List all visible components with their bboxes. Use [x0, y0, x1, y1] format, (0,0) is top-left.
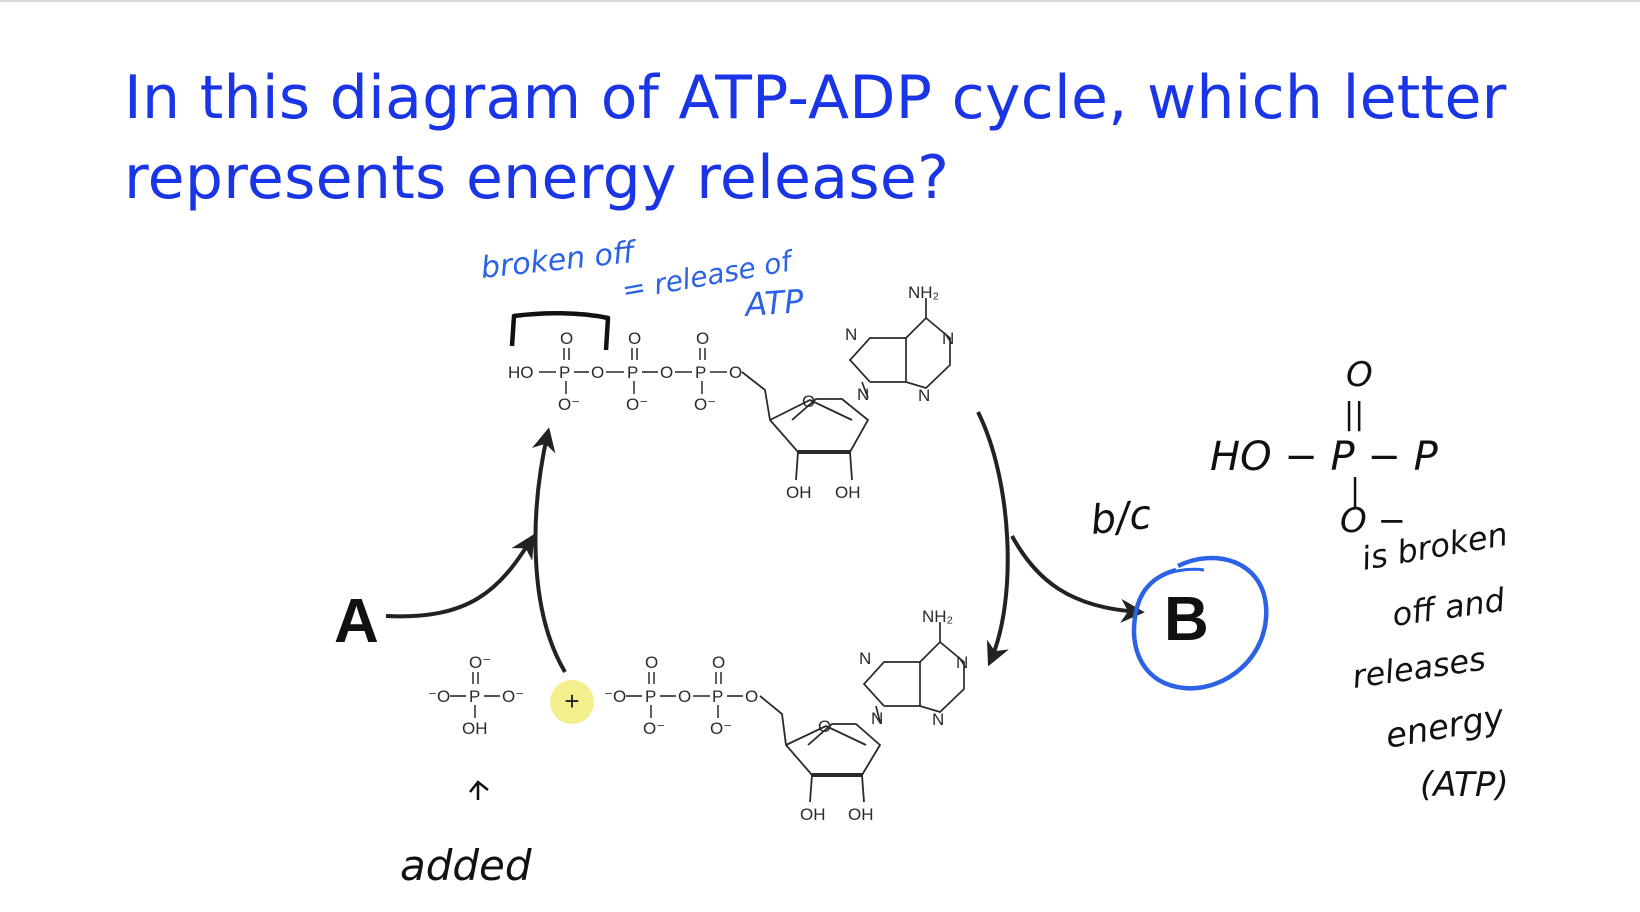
adp-oh-2: OH [848, 805, 874, 824]
adp-o-minus-1: O⁻ [643, 719, 665, 738]
note-atp: (ATP) [1420, 765, 1509, 805]
atp-ribose-ring [769, 398, 853, 421]
adp-adenine-ring [862, 622, 965, 723]
adp-o1: O [678, 687, 691, 706]
atp-n1: N [857, 385, 869, 404]
note-energy: energy [1383, 697, 1508, 757]
label-b: B [1164, 585, 1209, 654]
left-cycle-arrow [531, 427, 567, 674]
atp-o-minus-3: O⁻ [694, 395, 716, 414]
adp-o-top-1: O [645, 653, 658, 672]
title-line-2: represents energy release? [124, 143, 950, 213]
atp-ribose-oh-bonds [795, 451, 853, 481]
atp-ribose-ring [741, 371, 870, 453]
annotation-atp: ATP [742, 282, 806, 324]
atp-ho-label: HO [508, 363, 534, 382]
slide-top-border [0, 0, 1640, 2]
adp-o-top-2: O [712, 653, 725, 672]
atp-o1-label: O [591, 363, 604, 382]
formula-o-minus: O − [1340, 501, 1406, 541]
b-circle-tick [1159, 567, 1205, 578]
adp-ribose-o: O [818, 717, 831, 736]
atp-p1-label: P [559, 363, 570, 382]
atp-n4: N [918, 386, 930, 405]
formula-bond-down: | [1350, 473, 1360, 508]
added-arrow-icon [469, 780, 489, 800]
b-circle-annotation [1131, 555, 1269, 691]
phosphate-o-minus-top: O⁻ [469, 653, 491, 672]
phosphate-o-minus-left: ⁻O [428, 687, 450, 706]
formula-double-bond: || [1344, 397, 1364, 432]
right-cycle-arrow [976, 411, 1010, 667]
phosphate-bracket-annotation [509, 310, 611, 351]
black-annotation: added b/c O || HO − P − P | O − is broke… [400, 355, 1510, 890]
atp-adenine-ring [848, 298, 951, 399]
atp-o-minus-1: O⁻ [558, 395, 580, 414]
formula-o-top: O [1346, 355, 1373, 395]
adp-n2: N [859, 649, 871, 668]
arrow-to-b [1010, 535, 1145, 623]
phosphate-oh: OH [462, 719, 488, 738]
note-off-and: off and [1390, 580, 1508, 633]
free-phosphate: ⁻O P O⁻ O⁻ OH [428, 653, 524, 738]
atp-o-top-3: O [696, 329, 709, 348]
atp-o-top-2: O [628, 329, 641, 348]
atp-n3: N [942, 329, 954, 348]
annotation-added: added [400, 841, 532, 890]
atp-molecule: HO P O P O P O O O O O⁻ O⁻ O⁻ O [508, 283, 954, 502]
adp-oh-1: OH [800, 805, 826, 824]
adp-n3: N [956, 653, 968, 672]
atp-o-minus-2: O⁻ [626, 395, 648, 414]
arrow-from-a [385, 533, 535, 619]
atp-o3-label: O [729, 363, 742, 382]
adp-n4: N [932, 710, 944, 729]
adp-nh2: NH₂ [922, 607, 953, 626]
atp-o2-label: O [660, 363, 673, 382]
title-line-1: In this diagram of ATP-ADP cycle, which … [124, 63, 1507, 133]
atp-oh-1: OH [786, 483, 812, 502]
adp-molecule: ⁻O P O P O O O O⁻ O⁻ O OH OH N N N N NH₂ [604, 607, 968, 824]
adp-o2: O [745, 687, 758, 706]
adp-o-minus-left: ⁻O [604, 687, 626, 706]
plus-highlight [550, 680, 594, 724]
atp-ribose-o: O [802, 392, 815, 411]
adp-p2: P [712, 687, 723, 706]
note-releases: releases [1350, 640, 1488, 696]
adp-n1: N [871, 709, 883, 728]
atp-n2: N [845, 325, 857, 344]
adp-ribose-ring [785, 725, 867, 746]
adp-ribose-oh-bonds [809, 774, 865, 803]
phosphate-o-minus-right: O⁻ [502, 687, 524, 706]
atp-oh-2: OH [835, 483, 861, 502]
atp-o-top-1: O [560, 329, 573, 348]
atp-nh2: NH₂ [908, 283, 939, 302]
plus-sign: + [564, 686, 579, 716]
adp-o-minus-2: O⁻ [710, 719, 732, 738]
slide-title: In this diagram of ATP-ADP cycle, which … [124, 58, 1544, 218]
phosphate-p: P [469, 687, 480, 706]
annotation-because: b/c [1088, 492, 1153, 544]
annotation-broken-off: broken off [479, 235, 639, 286]
label-a: A [334, 587, 379, 656]
atp-p3-label: P [695, 363, 706, 382]
formula-main: HO − P − P [1210, 434, 1439, 480]
adp-p1: P [645, 687, 656, 706]
blue-annotation: broken off = release of ATP [479, 235, 805, 324]
atp-p2-label: P [627, 363, 638, 382]
